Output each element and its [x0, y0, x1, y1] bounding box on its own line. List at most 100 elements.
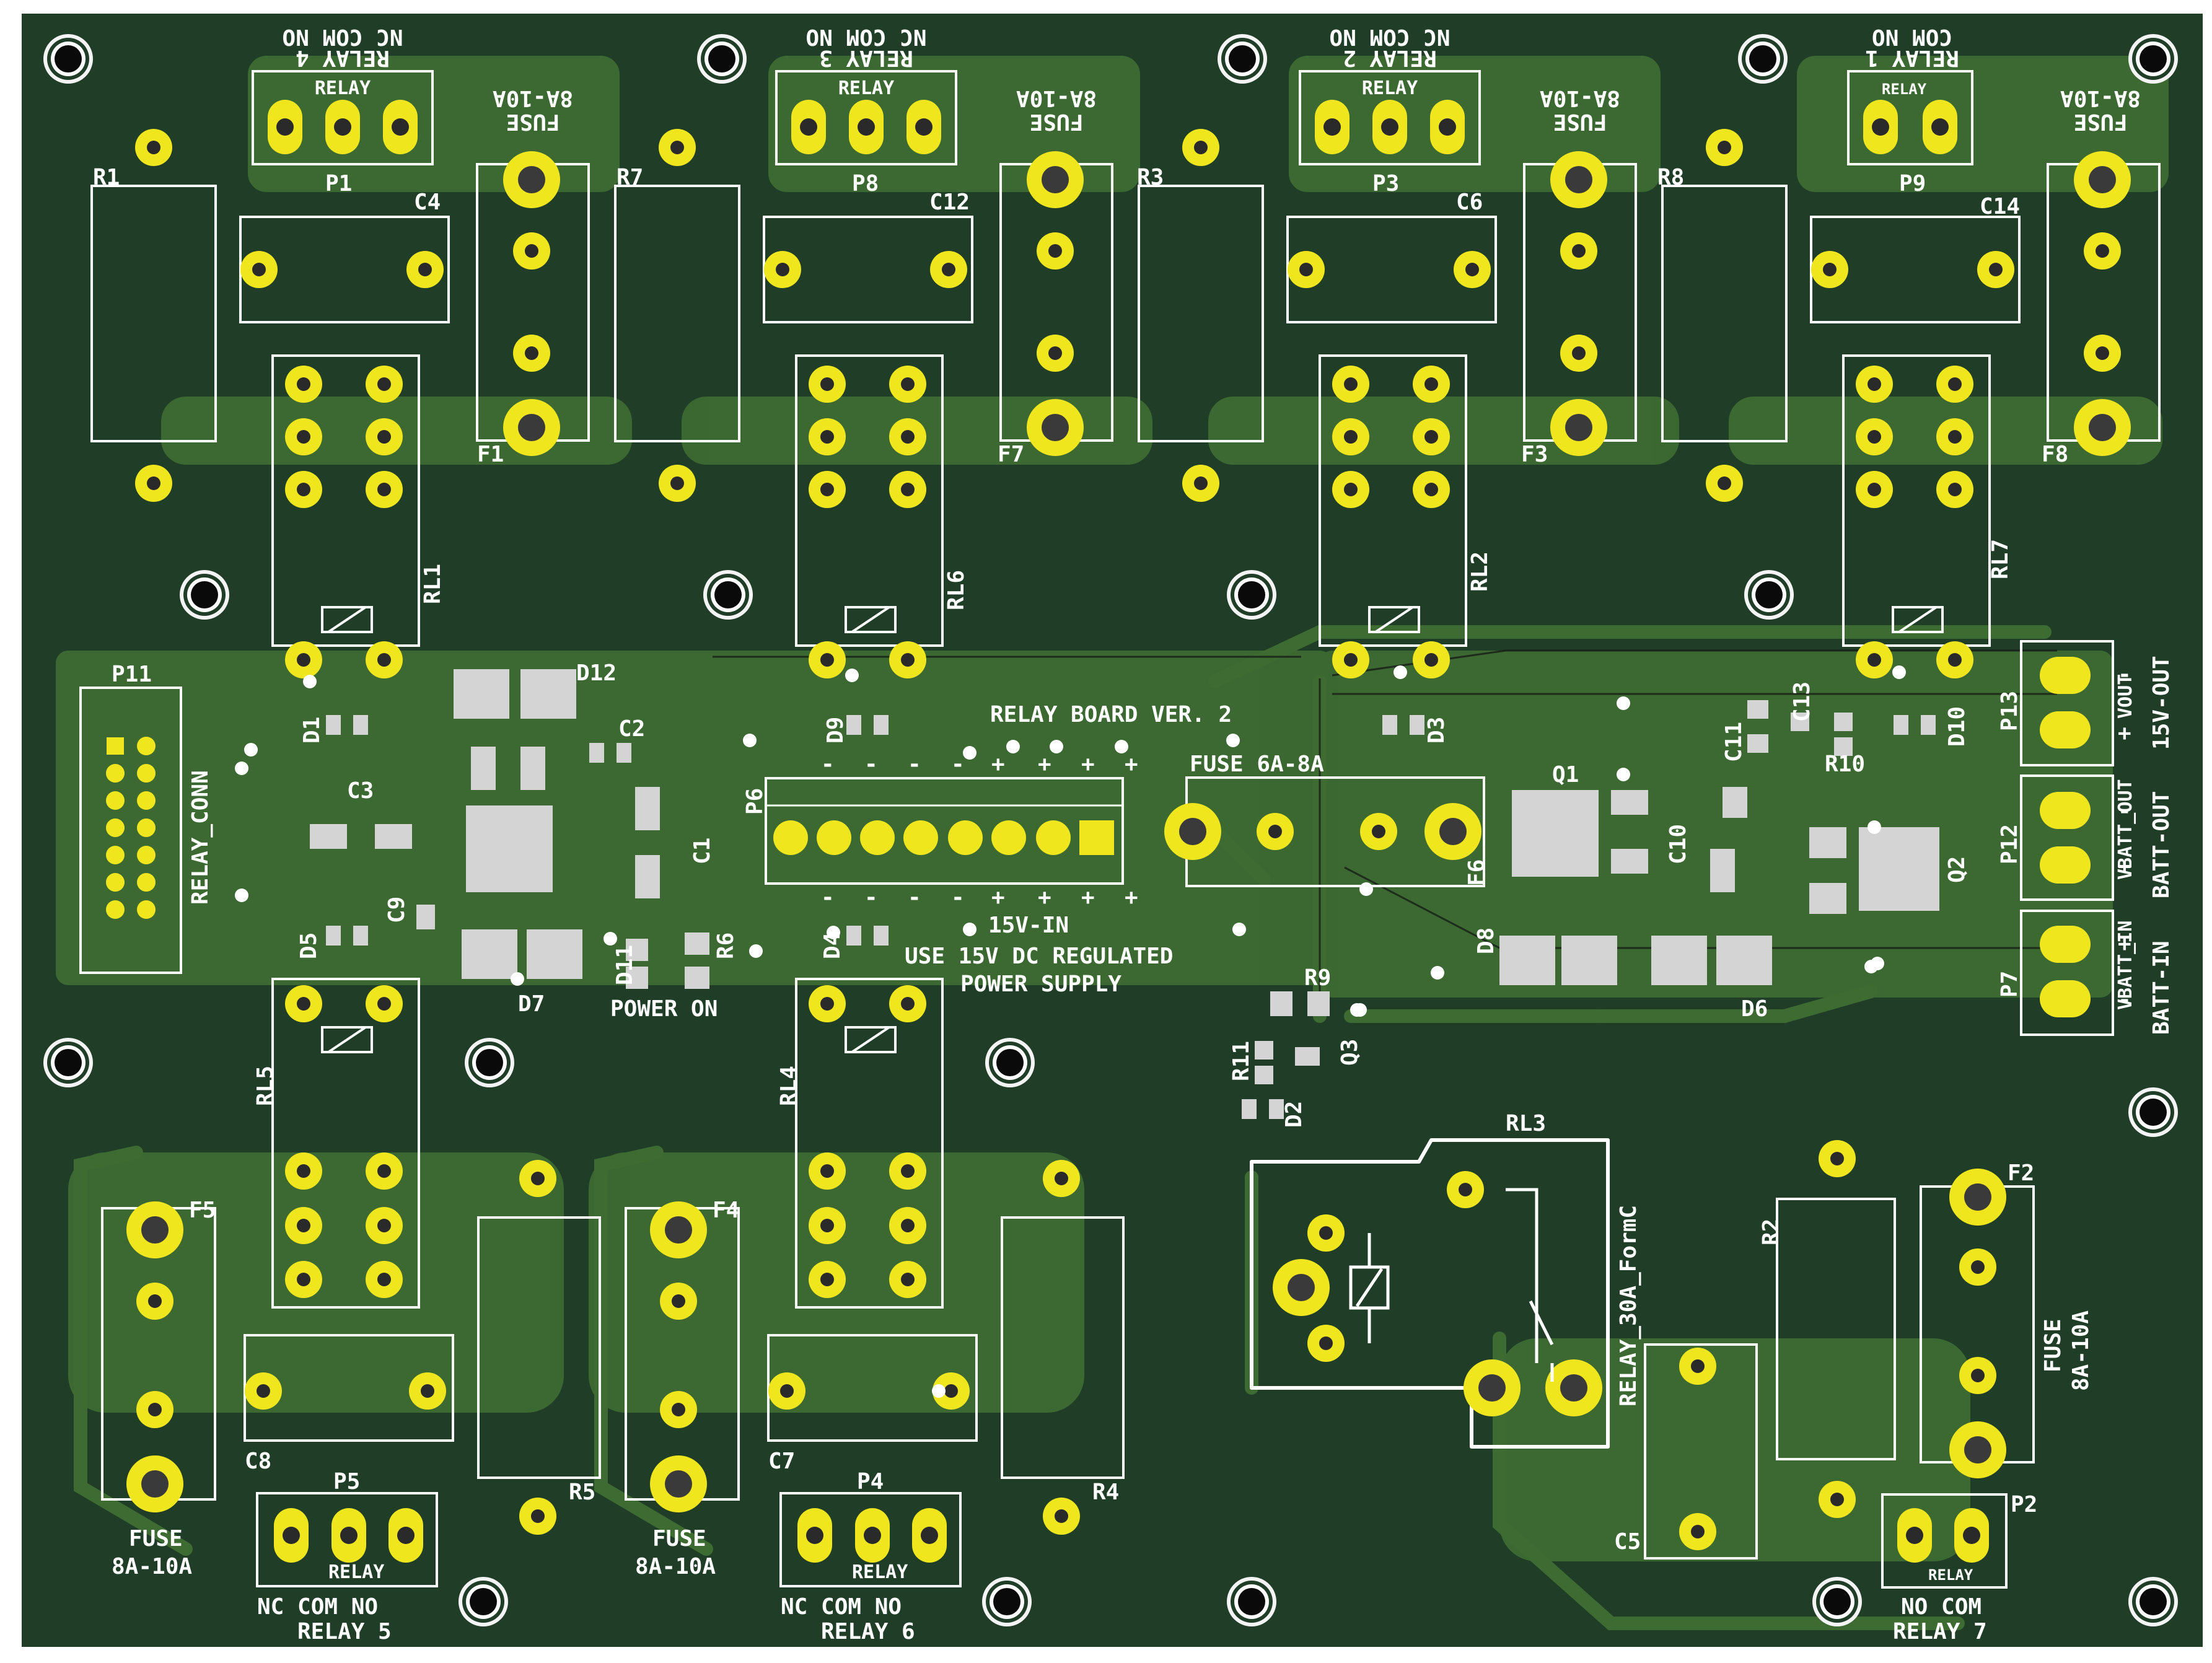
fuse-rating-label: 8A-10A	[2060, 86, 2141, 111]
relay-module-6	[625, 978, 1125, 1587]
p6-minus-6: -	[864, 885, 878, 910]
ref-d4: D4	[820, 932, 845, 959]
p13-minus: -	[2118, 662, 2131, 687]
p6-minus-7: -	[908, 885, 921, 910]
out-15v-label: 15V-OUT	[2149, 656, 2174, 750]
p6-minus-4: -	[951, 752, 965, 777]
relay-30a-label: RELAY_30A_FormC	[1616, 1205, 1641, 1406]
ref-rl2: RL2	[1467, 551, 1493, 592]
relay-1-label: RELAY 1	[1865, 45, 1959, 71]
ref-r10: R10	[1825, 752, 1865, 777]
fuse-label: FUSE	[129, 1526, 183, 1551]
ref-f7: F7	[998, 442, 1024, 467]
relay-5-label: RELAY 5	[297, 1619, 392, 1644]
smd-parts-left	[310, 669, 889, 989]
ref-c12: C12	[929, 190, 970, 215]
ref-c8: C8	[245, 1449, 271, 1474]
ref-p3: P3	[1372, 171, 1399, 196]
vbatt-out-label: VBATT_OUT	[2115, 779, 2136, 880]
ref-d10: D10	[1944, 706, 1970, 747]
ref-d5: D5	[296, 932, 322, 959]
relay-6-label: RELAY 6	[821, 1619, 915, 1644]
ref-r4: R4	[1092, 1480, 1119, 1505]
terminal-blocks-right	[2020, 640, 2114, 1036]
ref-p11: P11	[112, 662, 152, 687]
p6-plus-7: +	[1081, 885, 1095, 910]
ref-r11: R11	[1229, 1041, 1254, 1081]
ref-rl5: RL5	[253, 1066, 278, 1106]
nc-com-no-label: NC COM NO	[1329, 24, 1450, 50]
ref-p7: P7	[1997, 971, 2022, 998]
ref-d11: D11	[612, 945, 638, 985]
ref-r3: R3	[1137, 165, 1164, 190]
p13-plus: +	[2118, 721, 2131, 746]
p6-plus-5: +	[991, 885, 1005, 910]
fuse-label: FUSE	[1553, 109, 1607, 134]
ref-c14: C14	[1980, 194, 2020, 219]
ref-d7: D7	[518, 991, 545, 1017]
ref-c9: C9	[384, 897, 410, 923]
relay-module-5	[101, 978, 601, 1587]
ref-r5: R5	[569, 1480, 595, 1505]
ref-f4: F4	[713, 1198, 739, 1223]
power-supply-label: POWER SUPPLY	[960, 972, 1121, 997]
ref-d6: D6	[1741, 996, 1768, 1022]
ref-p12: P12	[1997, 824, 2022, 864]
ref-rl4: RL4	[776, 1066, 802, 1106]
ref-r1: R1	[93, 165, 120, 190]
ref-c13: C13	[1789, 682, 1815, 722]
ref-d8: D8	[1473, 928, 1499, 954]
p6-minus-8: -	[951, 885, 965, 910]
ref-q2: Q2	[1944, 856, 1970, 883]
relay-4-label: RELAY 4	[296, 45, 390, 71]
ref-c5: C5	[1614, 1529, 1641, 1555]
resistor-outline	[90, 185, 217, 442]
p6-minus-1: -	[821, 752, 835, 777]
power-header-p6	[765, 777, 1124, 885]
fuse-f6	[1164, 776, 1485, 887]
ref-c2: C2	[618, 716, 645, 742]
p6-minus-2: -	[864, 752, 878, 777]
ref-c10: C10	[1666, 824, 1691, 864]
relay-3-label: RELAY 3	[819, 45, 913, 71]
relay-module-3	[614, 70, 1113, 678]
fuse-label: FUSE	[506, 109, 560, 134]
fuse-label: FUSE	[652, 1526, 706, 1551]
relay-word: RELAY	[852, 1561, 908, 1583]
board-title: RELAY BOARD VER. 2	[990, 702, 1232, 727]
ref-c4: C4	[414, 190, 441, 215]
p6-plus-1: +	[991, 752, 1005, 777]
ref-c11: C11	[1721, 722, 1747, 762]
ref-p5: P5	[333, 1469, 360, 1494]
v15-in-label: 15V-IN	[988, 913, 1069, 938]
fuse-rating-label: 8A-10A	[2068, 1310, 2094, 1391]
relay-30a-rl3	[1250, 1138, 2035, 1589]
batt-in-label: BATT-IN	[2149, 941, 2174, 1035]
ref-d12: D12	[576, 660, 617, 686]
nc-com-no-label: NC COM NO	[282, 24, 403, 50]
p6-minus-5: -	[821, 885, 835, 910]
ref-p8: P8	[852, 171, 879, 196]
relay-connector-p11	[79, 687, 182, 974]
ref-p9: P9	[1899, 171, 1926, 196]
p6-plus-3: +	[1081, 752, 1095, 777]
ref-rl3: RL3	[1506, 1111, 1546, 1136]
fuse-6a-label: FUSE 6A-8A	[1190, 752, 1324, 777]
ref-q3: Q3	[1337, 1039, 1363, 1066]
ref-rl6: RL6	[944, 570, 969, 610]
relay-word: RELAY	[328, 1561, 384, 1583]
ref-p1: P1	[325, 171, 352, 196]
vout-label: VOUT	[2115, 674, 2136, 719]
ref-r8: R8	[1657, 165, 1684, 190]
p6-plus-6: +	[1038, 885, 1051, 910]
ref-p6: P6	[742, 788, 768, 815]
relay-outline	[271, 354, 420, 647]
ref-rl7: RL7	[1988, 539, 2013, 579]
p6-plus-2: +	[1038, 752, 1051, 777]
p7-minus: -	[2118, 987, 2131, 1012]
ref-r6: R6	[713, 932, 739, 959]
ref-rl1: RL1	[420, 564, 445, 604]
batt-out-label: BATT-OUT	[2149, 791, 2174, 898]
ref-f2: F2	[2008, 1161, 2034, 1186]
ref-f8: F8	[2042, 442, 2068, 467]
